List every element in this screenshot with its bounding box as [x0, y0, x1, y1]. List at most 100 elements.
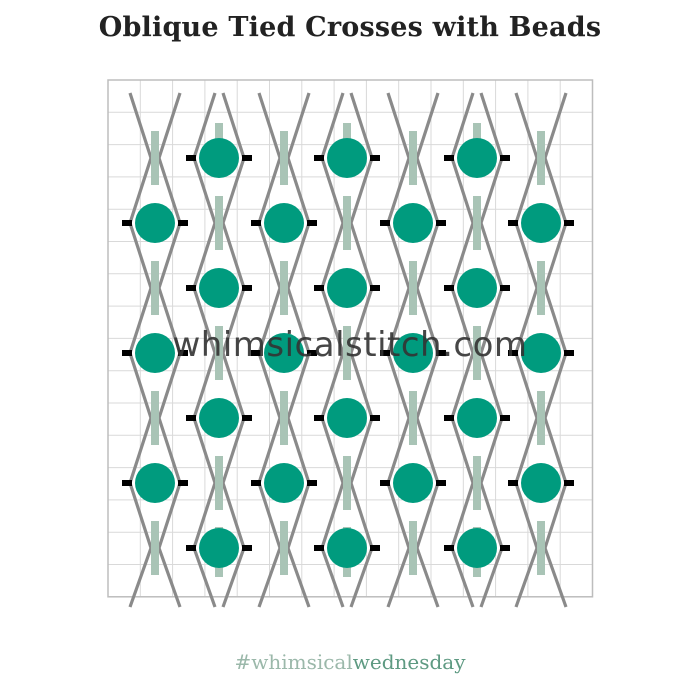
bead-tab	[436, 480, 446, 486]
bead-tab	[380, 220, 390, 226]
tie-stitch	[280, 131, 288, 185]
bead-tab	[242, 285, 252, 291]
bead	[327, 398, 367, 438]
bead	[135, 463, 175, 503]
bead	[393, 333, 433, 373]
tie-stitch	[409, 391, 417, 445]
grid-border	[107, 79, 594, 598]
bead	[135, 203, 175, 243]
bead-tab	[242, 415, 252, 421]
bead-tab	[307, 350, 317, 356]
bead-tab	[444, 155, 454, 161]
bead	[457, 398, 497, 438]
bead-tab	[314, 285, 324, 291]
bead-tab	[307, 220, 317, 226]
bead-tab	[380, 480, 390, 486]
bead-tab	[500, 415, 510, 421]
bead-tab	[251, 350, 261, 356]
bead-tab	[564, 350, 574, 356]
hashtag-prefix: #whimsical	[234, 650, 353, 674]
tie-stitch	[215, 326, 223, 380]
bead-tab	[186, 545, 196, 551]
tie-stitch	[473, 326, 481, 380]
bead-tab	[564, 480, 574, 486]
bead	[457, 138, 497, 178]
hashtag-suffix: wednesday	[352, 650, 466, 674]
tie-stitch	[343, 326, 351, 380]
page-title: Oblique Tied Crosses with Beads	[98, 12, 602, 43]
bead	[264, 463, 304, 503]
tie-stitch	[343, 196, 351, 250]
tie-stitch	[343, 456, 351, 510]
tie-stitch	[215, 196, 223, 250]
tie-stitch	[280, 261, 288, 315]
bead	[521, 333, 561, 373]
bead	[393, 463, 433, 503]
bead-tab	[178, 480, 188, 486]
bead	[521, 463, 561, 503]
bead	[199, 268, 239, 308]
bead-tab	[444, 415, 454, 421]
bead	[135, 333, 175, 373]
bead-tab	[186, 285, 196, 291]
tie-stitch	[409, 261, 417, 315]
bead-tab	[508, 220, 518, 226]
bead-tab	[186, 155, 196, 161]
bead-tab	[370, 285, 380, 291]
bead-tab	[122, 480, 132, 486]
tie-stitch	[537, 261, 545, 315]
bead	[327, 528, 367, 568]
tie-stitch	[537, 391, 545, 445]
tie-stitch	[409, 131, 417, 185]
bead-tab	[251, 480, 261, 486]
bead	[393, 203, 433, 243]
tie-stitch	[473, 456, 481, 510]
bead-tab	[370, 415, 380, 421]
tie-stitch	[151, 391, 159, 445]
bead	[457, 268, 497, 308]
bead-layer	[122, 138, 574, 568]
bead-tab	[370, 155, 380, 161]
bead	[457, 528, 497, 568]
bead-tab	[436, 220, 446, 226]
bead-tab	[380, 350, 390, 356]
bead-tab	[178, 220, 188, 226]
bead-tab	[242, 155, 252, 161]
tie-stitch	[537, 521, 545, 575]
bead-tab	[500, 285, 510, 291]
bead	[199, 138, 239, 178]
bead-tab	[500, 545, 510, 551]
bead	[327, 138, 367, 178]
bead-tab	[508, 350, 518, 356]
watermark: whimsicalstitch.com	[172, 325, 528, 365]
bead	[199, 528, 239, 568]
bead-tab	[508, 480, 518, 486]
bead-tab	[436, 350, 446, 356]
bead-tab	[314, 155, 324, 161]
tie-stitch	[151, 261, 159, 315]
tie-stitch	[280, 521, 288, 575]
bead-tab	[314, 415, 324, 421]
hashtag: #whimsicalwednesday	[0, 650, 700, 674]
bead-tab	[314, 545, 324, 551]
bead	[264, 333, 304, 373]
tie-stitch	[151, 131, 159, 185]
bead	[521, 203, 561, 243]
tie-stitch	[473, 196, 481, 250]
bead	[199, 398, 239, 438]
bead-tab	[242, 545, 252, 551]
bead-tab	[307, 480, 317, 486]
tie-stitch	[280, 391, 288, 445]
bead-tab	[251, 220, 261, 226]
bead-tab	[564, 220, 574, 226]
bead-tab	[122, 350, 132, 356]
bead-tab	[500, 155, 510, 161]
tie-stitch	[537, 131, 545, 185]
bead-tab	[370, 545, 380, 551]
bead	[327, 268, 367, 308]
bead-tab	[122, 220, 132, 226]
tie-stitch	[409, 521, 417, 575]
bead	[264, 203, 304, 243]
tie-stitch	[215, 456, 223, 510]
